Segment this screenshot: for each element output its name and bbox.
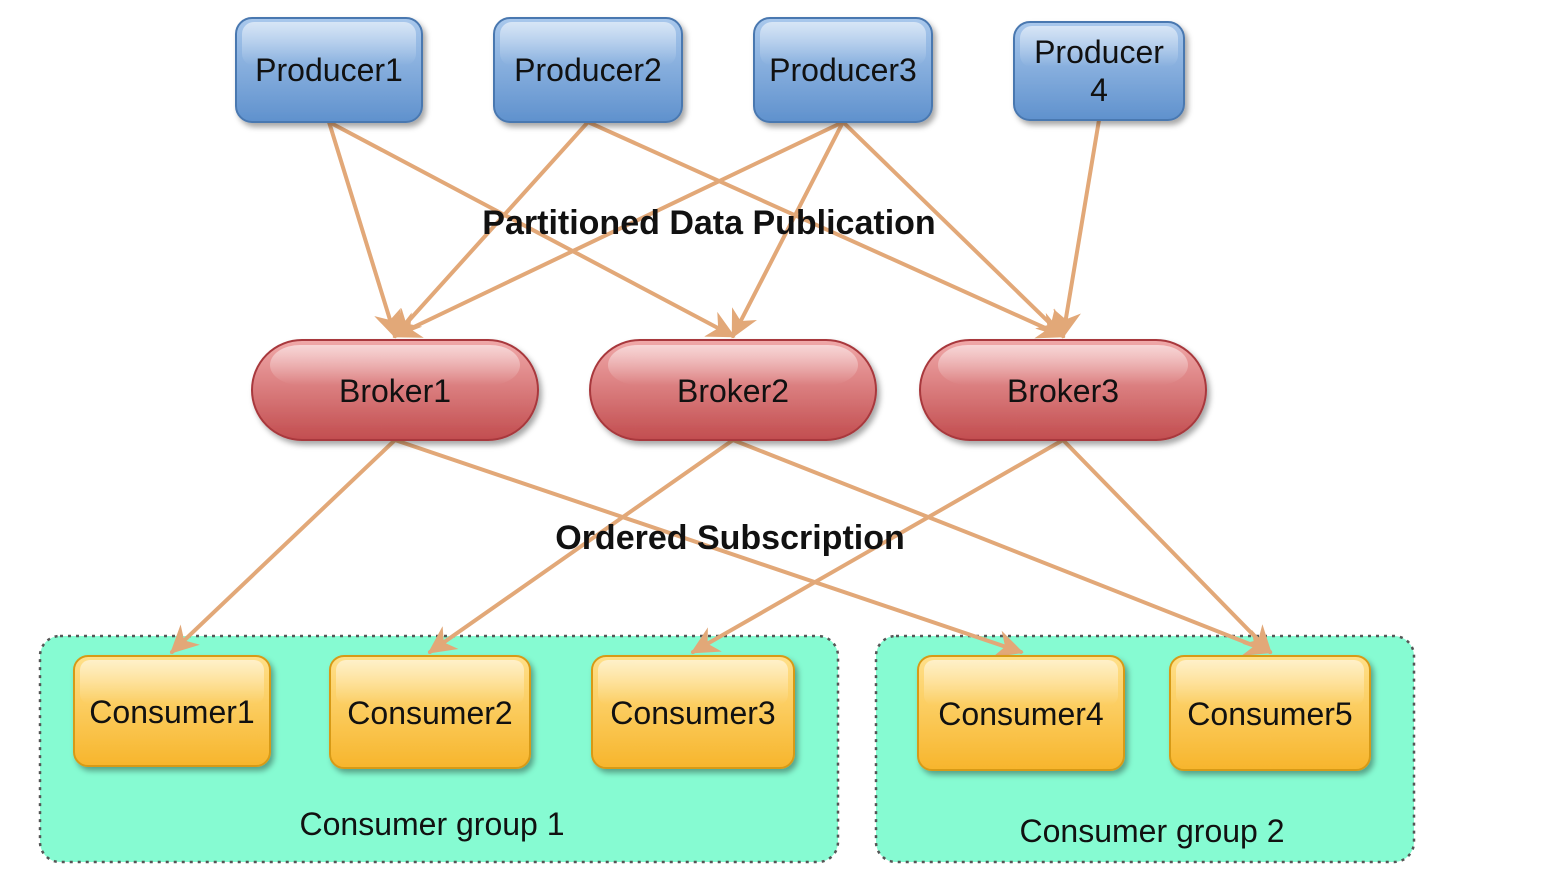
ordered-subscription-label: Ordered Subscription [555, 519, 905, 557]
consumer-label: Consumer5 [1187, 696, 1352, 732]
producer-label: Producer3 [769, 52, 917, 88]
edge-p3-to-b3 [841, 120, 1066, 338]
partitioned-data-publication-label: Partitioned Data Publication [482, 204, 935, 242]
broker-label: Broker1 [339, 373, 451, 409]
broker-gloss [608, 345, 858, 385]
consumer-label: Consumer1 [89, 694, 254, 730]
consumer-label: Consumer2 [347, 695, 512, 731]
consumer-gloss [336, 660, 524, 705]
producer-gloss [1020, 26, 1178, 68]
broker-gloss [938, 345, 1188, 385]
edge-p1-to-b1 [327, 120, 401, 339]
broker-node-1[interactable]: Broker1 [251, 339, 539, 441]
consumer-gloss [1176, 660, 1364, 706]
edge-b3-to-c3 [690, 438, 1065, 654]
producer-gloss [500, 22, 676, 66]
consumer-node-2[interactable]: Consumer2 [329, 655, 531, 769]
consumer-node-3[interactable]: Consumer3 [591, 655, 795, 769]
producer-gloss [242, 22, 416, 66]
edge-b2-to-c2 [427, 438, 735, 654]
consumer-node-5[interactable]: Consumer5 [1169, 655, 1371, 771]
consumer-label: Consumer4 [938, 696, 1103, 732]
producer-label: 4 [1090, 72, 1108, 108]
broker-label: Broker2 [677, 373, 789, 409]
broker-node-2[interactable]: Broker2 [589, 339, 877, 441]
producer-node-3[interactable]: Producer3 [753, 17, 933, 123]
consumer-node-4[interactable]: Consumer4 [917, 655, 1125, 771]
consumer-group-label: Consumer group 2 [1019, 813, 1284, 849]
consumer-node-1[interactable]: Consumer1 [73, 655, 271, 767]
edge-p2-to-b1 [393, 120, 590, 339]
edge-p3-to-b2 [731, 120, 845, 339]
consumer-gloss [598, 660, 788, 705]
broker-node-3[interactable]: Broker3 [919, 339, 1207, 441]
broker-label: Broker3 [1007, 373, 1119, 409]
producer-label: Producer1 [255, 52, 403, 88]
consumer-label: Consumer3 [610, 695, 775, 731]
consumer-group-label: Consumer group 1 [299, 806, 564, 842]
producer-node-2[interactable]: Producer2 [493, 17, 683, 123]
edge-b2-to-c5 [731, 438, 1273, 656]
producer-node-1[interactable]: Producer1 [235, 17, 423, 123]
edge-p1-to-b2 [327, 120, 736, 338]
consumer-gloss [80, 660, 264, 704]
edge-p4-to-b3 [1053, 118, 1101, 339]
edge-b3-to-c5 [1061, 438, 1272, 655]
producer-label: Producer2 [514, 52, 662, 88]
edge-b1-to-c1 [169, 438, 397, 654]
broker-gloss [270, 345, 520, 385]
producer-gloss [760, 22, 926, 66]
edge-p3-to-b1 [392, 120, 845, 338]
producer-label: Producer [1034, 34, 1164, 70]
edge-b1-to-c4 [393, 438, 1024, 658]
consumer-gloss [924, 660, 1118, 706]
edge-p2-to-b3 [586, 120, 1066, 339]
